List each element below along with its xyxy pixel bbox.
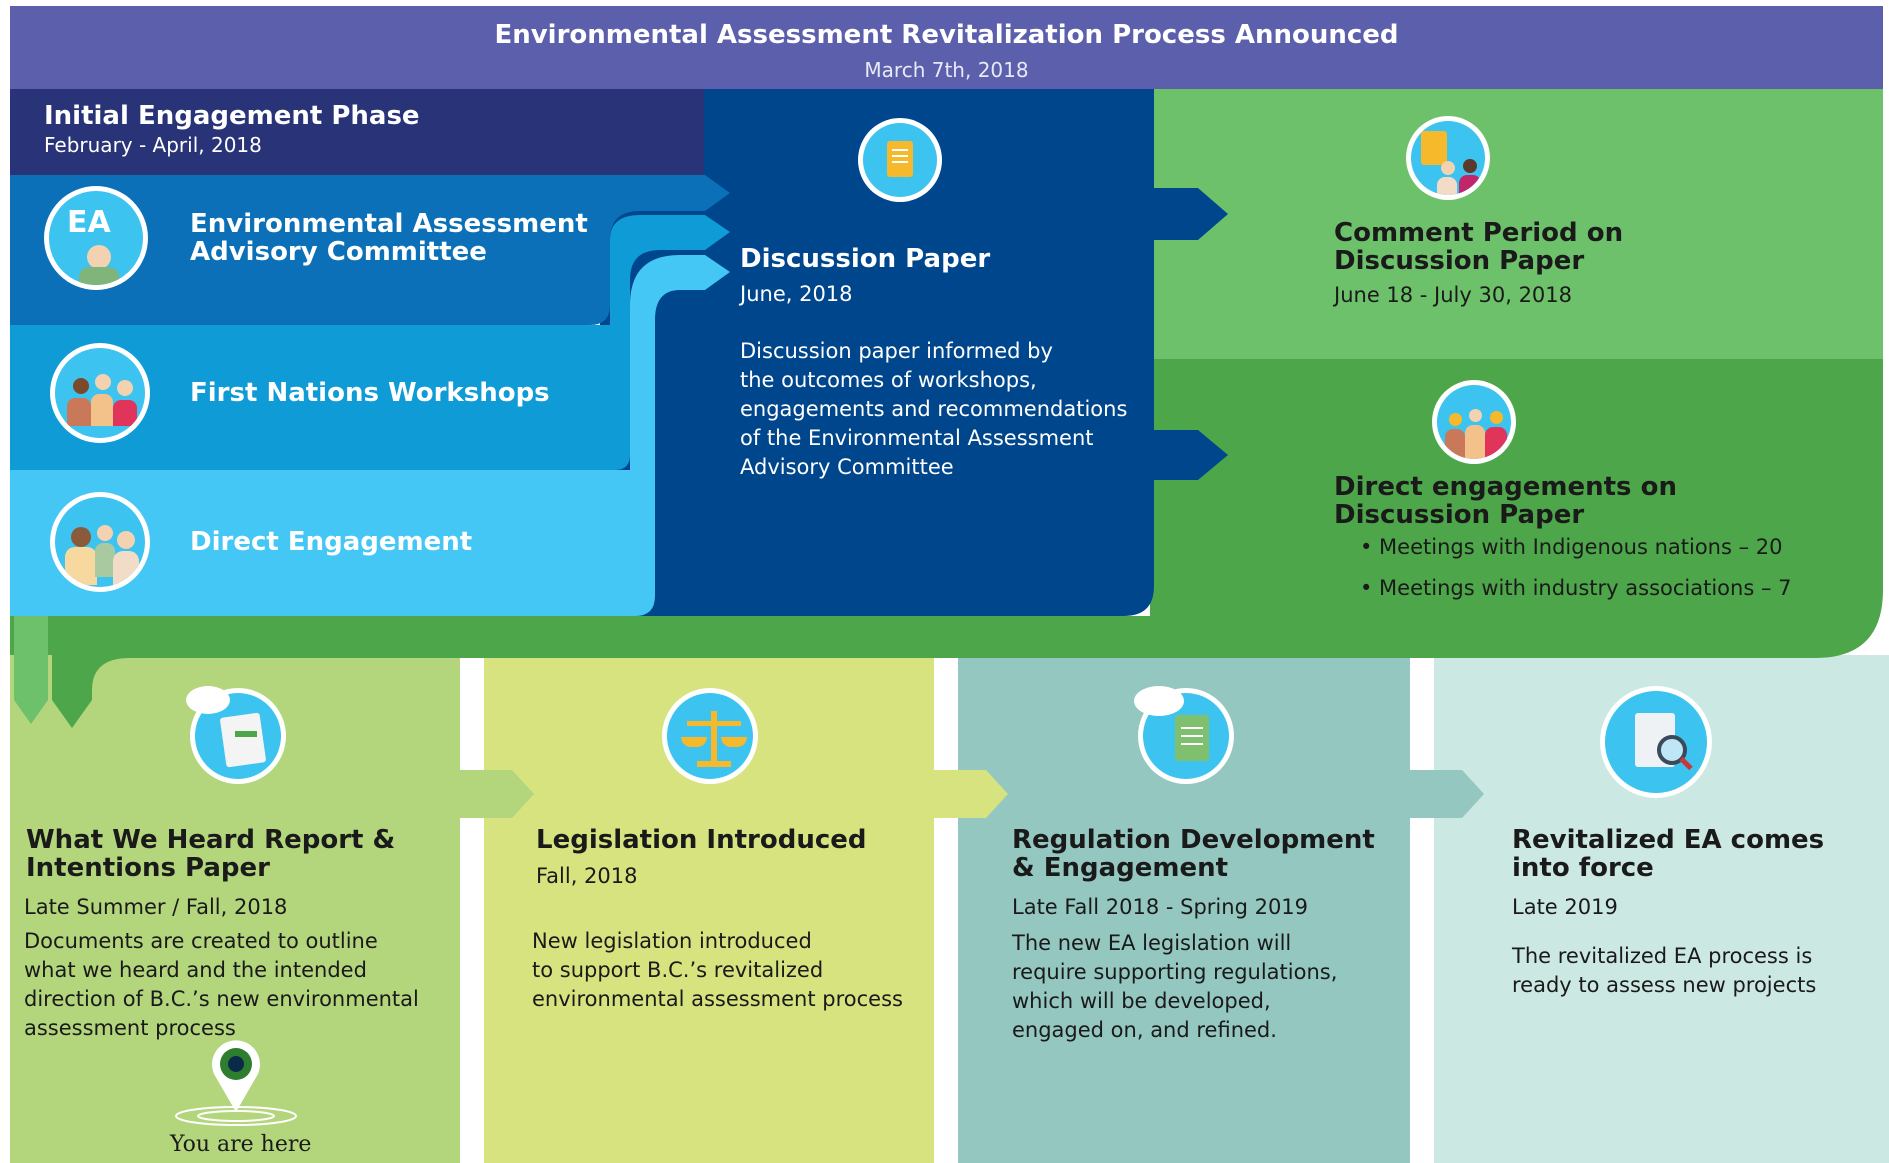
stage-3-title: Regulation Development & Engagement <box>1012 825 1375 883</box>
announcement-date: March 7th, 2018 <box>864 58 1029 82</box>
stage-arrow-2 <box>934 770 1008 818</box>
green-down-arrow-2 <box>52 616 92 728</box>
row-ea-committee <box>10 175 730 325</box>
announcement-title: Environmental Assessment Revitalization … <box>494 20 1399 50</box>
stage-arrow-3 <box>1410 770 1484 818</box>
announcement-header: Environmental Assessment Revitalization … <box>10 6 1883 89</box>
stage-4-body: The revitalized EA process is ready to a… <box>1512 944 1817 997</box>
stage-1-title: What We Heard Report & Intentions Paper <box>26 825 396 883</box>
people-icon <box>50 492 150 592</box>
stage-4-title: Revitalized EA comes into force <box>1512 825 1825 883</box>
green-down-arrow-1 <box>14 616 48 724</box>
people-group-icon <box>1432 380 1516 464</box>
discussion-arrow-1 <box>1150 188 1228 240</box>
discussion-paper-block <box>600 89 1154 616</box>
scales-icon <box>662 688 758 784</box>
report-speech-bubble <box>186 686 230 714</box>
ea-committee-icon: EA <box>44 186 148 290</box>
initial-phase-header: Initial Engagement Phase February - Apri… <box>10 89 704 175</box>
direct-engagement-label: Direct Engagement <box>190 527 473 557</box>
stage-3-date: Late Fall 2018 - Spring 2019 <box>1012 895 1309 919</box>
location-pin-icon <box>175 1040 297 1126</box>
first-nations-label: First Nations Workshops <box>190 378 550 408</box>
discussion-paper-date: June, 2018 <box>740 282 853 306</box>
stage-3-body: The new EA legislation will require supp… <box>1012 931 1338 1042</box>
comment-period-block <box>1150 89 1883 359</box>
stage-2-body: New legislation introduced to support B.… <box>532 929 903 1011</box>
direct-engagements-bullet-2: • Meetings with industry associations – … <box>1360 576 1792 600</box>
ea-committee-label: Environmental Assessment Advisory Commit… <box>190 209 588 267</box>
direct-engagements-bullet-1: • Meetings with Indigenous nations – 20 <box>1360 535 1783 559</box>
you-are-here-label: You are here <box>170 1132 312 1157</box>
comment-period-title: Comment Period on Discussion Paper <box>1334 218 1624 276</box>
initial-phase-date: February - April, 2018 <box>44 133 262 157</box>
discussion-arrow-2 <box>1150 430 1228 480</box>
stage-2-title: Legislation Introduced <box>536 825 867 855</box>
workshop-group-icon <box>50 343 150 443</box>
direct-engagements-title: Direct engagements on Discussion Paper <box>1334 472 1677 530</box>
stage-1-date: Late Summer / Fall, 2018 <box>24 895 288 919</box>
speech-bubble <box>1134 686 1184 716</box>
discussion-paper-body: Discussion paper informed by the outcome… <box>740 339 1128 479</box>
ea-badge: EA <box>67 205 111 240</box>
row-first-nations <box>10 215 730 470</box>
stage-4-date: Late 2019 <box>1512 895 1618 919</box>
document-people-icon <box>1406 116 1490 200</box>
stage-1-body: Documents are created to outline what we… <box>24 929 419 1040</box>
comment-period-date: June 18 - July 30, 2018 <box>1334 283 1573 307</box>
document-icon <box>858 118 942 202</box>
magnifier-document-icon <box>1600 686 1712 798</box>
discussion-paper-title: Discussion Paper <box>740 244 991 274</box>
stage-2-date: Fall, 2018 <box>536 864 638 888</box>
stage-arrow-1 <box>460 770 534 818</box>
initial-phase-title: Initial Engagement Phase <box>44 101 420 131</box>
row-direct-engagement <box>10 255 730 616</box>
